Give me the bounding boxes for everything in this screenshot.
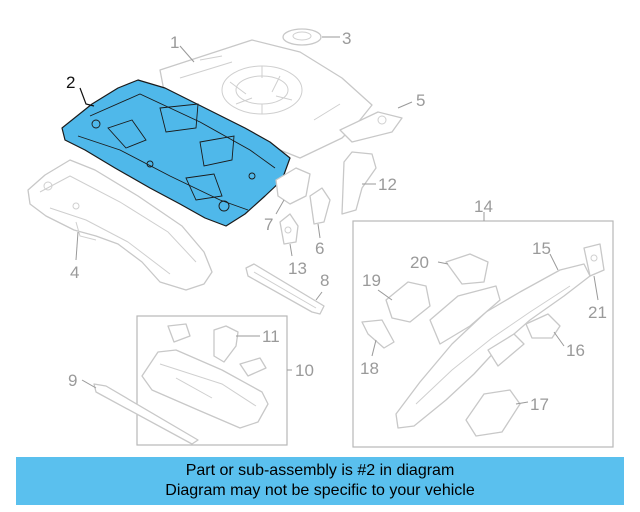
part-7-bracket[interactable] [275,167,311,205]
part-inner-brackets [429,285,525,367]
leader-21 [593,275,599,301]
part-3-plug[interactable] [282,28,322,46]
part-13-bracket[interactable] [279,213,299,245]
leader-17 [515,401,529,405]
leader-7 [275,199,285,215]
leader-19 [377,289,393,301]
part-21-bracket[interactable] [583,243,605,277]
callout-17[interactable]: 17 [530,395,549,414]
callout-13[interactable]: 13 [288,259,307,278]
callout-19[interactable]: 19 [362,271,381,290]
part-10-panel[interactable] [141,349,269,429]
callout-18[interactable]: 18 [360,359,379,378]
banner-line-1: Part or sub-assembly is #2 in diagram [185,462,455,479]
leader-15 [549,253,559,271]
leader-20 [437,261,449,265]
callout-2[interactable]: 2 [66,73,75,92]
leader-8 [315,291,323,301]
callout-12[interactable]: 12 [378,175,397,194]
callout-10[interactable]: 10 [295,361,314,380]
callout-5[interactable]: 5 [416,91,425,110]
callout-21[interactable]: 21 [588,303,607,322]
leader-13 [289,243,293,257]
callout-7[interactable]: 7 [264,215,273,234]
part-18-bracket[interactable] [361,319,395,349]
leader-18 [371,339,377,357]
part-2-rear-floor-panel[interactable] [61,79,291,227]
callout-14[interactable]: 14 [474,197,493,216]
callout-8[interactable]: 8 [320,271,329,290]
callout-1[interactable]: 1 [170,33,179,52]
leader-9 [81,379,97,389]
part-6-bracket[interactable] [309,187,331,225]
callout-11[interactable]: 11 [262,327,280,346]
part-8-rail[interactable] [245,263,325,315]
callout-9[interactable]: 9 [68,371,77,390]
callout-4[interactable]: 4 [70,263,79,282]
part-5-bracket[interactable] [339,111,403,143]
part-15-side-member[interactable] [395,263,591,429]
leader-2 [79,87,95,107]
banner-line-2: Diagram may not be specific to your vehi… [165,482,475,499]
callout-15[interactable]: 15 [532,239,551,258]
part-20-bracket[interactable] [445,253,489,285]
callout-6[interactable]: 6 [315,239,324,258]
part-17-bracket[interactable] [465,389,521,437]
part-9-strip[interactable] [93,383,199,445]
part-4-crossmember[interactable] [27,159,213,291]
part-12-reinforcement[interactable] [341,151,377,215]
parts-diagram: 1 2 3 4 5 6 7 8 9 10 11 12 13 14 15 16 1… [27,28,614,448]
part-16-bracket[interactable] [525,313,561,339]
callout-20[interactable]: 20 [410,253,429,272]
leader-5 [397,101,413,109]
leader-6 [317,223,321,239]
group-box-14 [352,220,614,448]
part-19-bracket[interactable] [385,281,431,323]
leader-1 [179,45,195,63]
callout-3[interactable]: 3 [342,29,351,48]
callout-16[interactable]: 16 [566,341,585,360]
leader-16 [553,331,565,347]
part-11-bracket[interactable] [167,323,267,377]
leader-4 [75,231,79,261]
group-box-10 [136,315,288,446]
info-banner: Part or sub-assembly is #2 in diagram Di… [16,457,624,505]
